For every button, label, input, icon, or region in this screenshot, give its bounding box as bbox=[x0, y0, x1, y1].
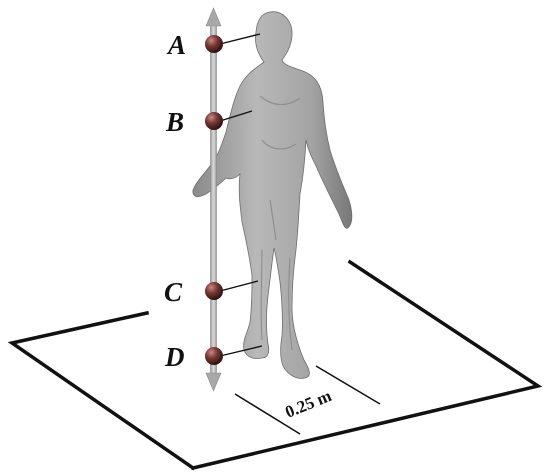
sphere-d bbox=[205, 347, 223, 365]
pole-shaft bbox=[211, 24, 217, 374]
measuring-pole bbox=[206, 8, 221, 391]
label-b: B bbox=[165, 107, 184, 137]
pole-arrow-bottom bbox=[206, 373, 221, 391]
floor-edge-right bbox=[193, 262, 538, 468]
point-labels: A B C D bbox=[164, 30, 186, 372]
sphere-c bbox=[205, 282, 223, 300]
sphere-b bbox=[205, 112, 223, 130]
dimension-label: 0.25 m bbox=[282, 386, 334, 422]
sphere-a bbox=[205, 35, 223, 53]
leader-line-a bbox=[220, 34, 260, 44]
label-d: D bbox=[164, 342, 185, 372]
floor-edge-left bbox=[12, 313, 193, 468]
label-c: C bbox=[164, 277, 183, 307]
pole-arrow-top bbox=[206, 8, 221, 26]
floor-square bbox=[12, 262, 538, 468]
label-a: A bbox=[166, 30, 186, 60]
